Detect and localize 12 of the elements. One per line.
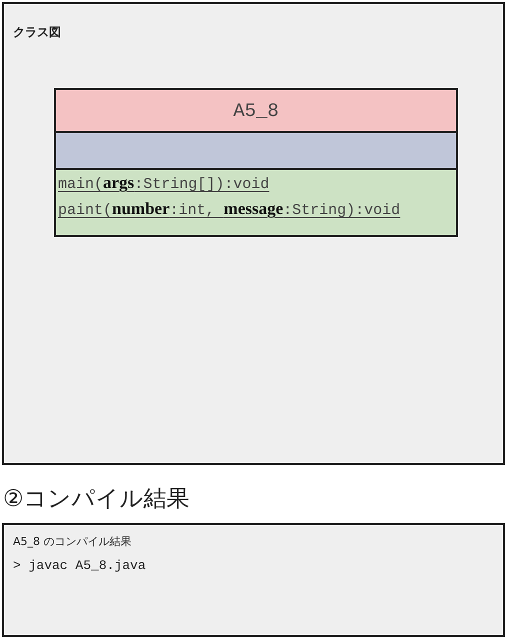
command-line: > javac A5_8.java xyxy=(13,558,146,573)
attribute-compartment xyxy=(54,131,458,170)
method-signature: main(args:String[]):void xyxy=(58,172,270,195)
panel-heading: クラス図 xyxy=(13,24,61,41)
class-name-compartment xyxy=(54,88,458,133)
console-caption: A5_8 のコンパイル結果 xyxy=(13,534,132,549)
section-heading: ②コンパイル結果 xyxy=(3,485,190,514)
console-panel xyxy=(2,523,505,637)
diagram-panel xyxy=(2,2,505,465)
method-signature: paint(number:int, message:String):void xyxy=(58,198,400,221)
operation-compartment xyxy=(54,168,458,237)
class-name: A5_8 xyxy=(233,100,279,122)
